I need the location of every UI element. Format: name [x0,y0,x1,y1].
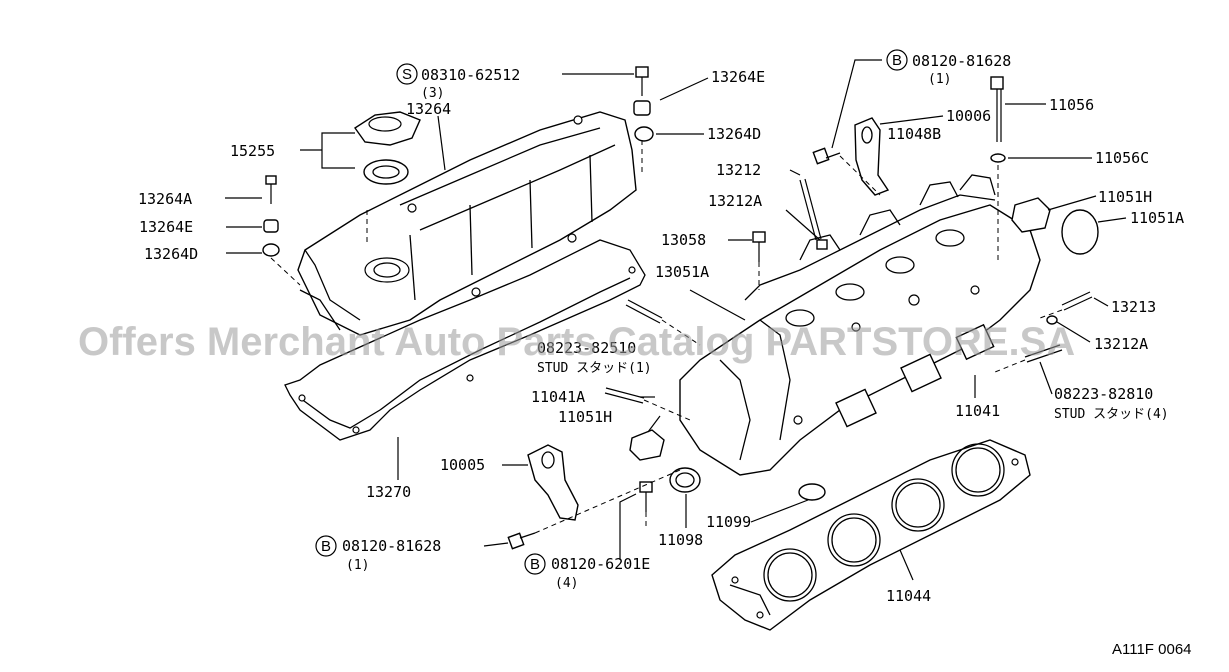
label-stud-4: STUD スタッド(4) [1054,407,1169,422]
marker-S-label: S [402,66,412,83]
stud-08223-82810 [1024,344,1063,363]
label-08120-6201E: 08120-6201E [551,555,650,573]
label-13264D-left: 13264D [144,245,198,263]
label-11099: 11099 [706,513,751,531]
head-bolt-11056 [990,76,1004,142]
label-13212: 13212 [716,161,761,179]
label-15255: 15255 [230,142,275,160]
label-08120-6201E-qty: (4) [555,576,578,591]
label-08223-82810: 08223-82810 [1054,385,1153,403]
label-13058: 13058 [661,231,706,249]
label-stud-1: STUD スタッド(1) [537,361,652,376]
bolt-13264A [265,175,277,204]
marker-B-top-label: B [892,52,902,69]
plug-11051H-mid [629,429,665,461]
label-11041: 11041 [955,402,1000,420]
oil-cap-seal [363,159,409,185]
label-13051A: 13051A [655,263,709,281]
label-11051H-mid: 11051H [558,408,612,426]
washer-11056C [990,153,1006,163]
marker-B-mid-label: B [530,556,540,573]
label-13212A-right: 13212A [1094,335,1148,353]
part-labels: 08310-62512 (3) 13264 13264E 13264D 1525… [138,52,1184,605]
label-11048B: 11048B [887,125,941,143]
nut-13212A-top [816,239,828,250]
plug-11099 [798,483,826,501]
head-gasket [711,439,1031,631]
label-13212A-top: 13212A [708,192,762,210]
label-10006: 10006 [946,107,991,125]
label-08223-82510: 08223-82510 [537,339,636,357]
grommet-13264D-top [634,126,654,142]
label-11051A: 11051A [1130,209,1184,227]
stud-08223-82510 [625,299,663,324]
label-11044: 11044 [886,587,931,605]
oil-filler-cap [354,111,421,146]
watermark: Offers Merchant Auto Parts Catalog PARTS… [78,320,1075,364]
bolt-08120-6201E [639,481,653,512]
label-13264: 13264 [406,100,451,118]
plug-11051H-top [1011,197,1051,233]
marker-B-mid: B [524,553,546,575]
rocker-cover-gasket [284,239,646,441]
label-08310-62512: 08310-62512 [421,66,520,84]
label-13213: 13213 [1111,298,1156,316]
bolt-08120-81628-bottom [507,532,536,550]
grommet-13264E-left [263,219,279,233]
marker-B-bottom: B [315,535,337,557]
rocker-cover [297,111,637,336]
bracket-10006 [854,117,890,196]
marker-B-top: B [886,49,908,71]
label-11041A: 11041A [531,388,585,406]
ring-11098 [669,467,701,493]
leader-lines [225,59,1127,581]
label-13270: 13270 [366,483,411,501]
stud-13212 [799,178,822,241]
plug-11051A [1061,209,1099,255]
figure-code: A111F 0064 [1112,641,1192,658]
stud-11041A [604,387,645,404]
bolt-13058 [752,231,766,262]
bracket-10005 [527,444,579,521]
label-13264E-top: 13264E [711,68,765,86]
assembly-lines [270,140,1063,534]
label-08120-81628-bottom-qty: (1) [346,558,369,573]
label-08310-qty: (3) [421,86,444,101]
label-08120-81628-top: 08120-81628 [912,52,1011,70]
grommet-13264E-top [633,100,651,116]
label-10005: 10005 [440,456,485,474]
label-11098: 11098 [658,531,703,549]
nut-13212A-right [1046,315,1058,325]
bolt-08310-62512 [635,66,649,96]
label-08120-81628-top-qty: (1) [928,72,951,87]
label-11051H-top: 11051H [1098,188,1152,206]
label-11056: 11056 [1049,96,1094,114]
stud-13213 [1061,291,1093,311]
label-08120-81628-bottom: 08120-81628 [342,537,441,555]
marker-S: S [396,63,418,85]
cylinder-head [679,174,1041,476]
grommet-13264D-left [262,243,280,257]
label-13264D-top: 13264D [707,125,761,143]
bolt-08120-81628-top [812,147,841,165]
label-13264A: 13264A [138,190,192,208]
marker-B-bottom-label: B [321,538,331,555]
label-13264E-left: 13264E [139,218,193,236]
label-11056C: 11056C [1095,149,1149,167]
